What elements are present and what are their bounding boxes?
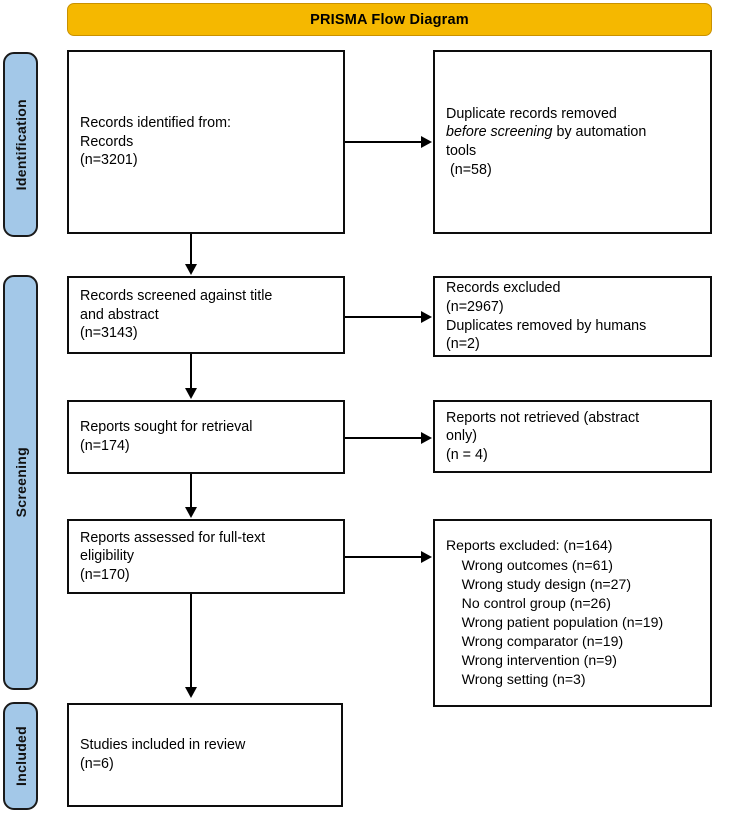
arrowhead-down	[185, 687, 197, 698]
box-records-identified: Records identified from:Records (n=3201)	[67, 50, 345, 234]
connector-identified-to-duplicates	[345, 141, 422, 143]
box-text: Records identified from:Records (n=3201)	[69, 114, 343, 170]
box-line: Wrong study design (n=27)	[446, 575, 632, 592]
diagram-title-banner: PRISMA Flow Diagram	[67, 3, 712, 36]
box-line: Wrong intervention (n=9)	[446, 652, 617, 669]
box-text: Duplicate records removed before screenin…	[435, 105, 710, 179]
stage-label-included: Included	[3, 702, 38, 810]
box-line: (n=6)	[80, 756, 114, 772]
box-line: tools	[446, 143, 477, 159]
box-line: (n=3201)	[80, 152, 138, 169]
page-title: PRISMA Flow Diagram	[310, 11, 469, 28]
box-studies-included: Studies included in review (n=6)	[67, 703, 343, 807]
stage-label-text: Identification	[12, 98, 29, 191]
box-line: by automation	[552, 124, 647, 141]
arrowhead-down	[185, 264, 197, 275]
arrowhead-right	[421, 432, 432, 444]
box-line-italic: before screening	[446, 124, 553, 141]
box-line: Wrong patient population (n=19)	[446, 614, 664, 630]
box-text: Reports sought for retrieval (n=174)	[69, 418, 343, 455]
box-line: (n = 4)	[446, 446, 488, 463]
box-line: Reports not retrieved (abstract	[446, 409, 640, 426]
box-line: Wrong comparator (n=19)	[446, 633, 624, 650]
box-line: Reports sought for retrieval	[80, 419, 253, 436]
box-line: Studies included in review	[80, 737, 246, 754]
stage-label-text: Included	[12, 726, 29, 786]
connector-screened-to-excluded	[345, 316, 422, 318]
box-text: Studies included in review (n=6)	[69, 736, 341, 773]
box-line: Records excluded	[446, 280, 561, 297]
connector-sought-to-notretrieved	[345, 437, 422, 439]
box-line: Records identified from:	[80, 115, 231, 132]
box-line: (n=2)	[446, 336, 480, 353]
arrowhead-right	[421, 551, 432, 563]
box-line: (n=58)	[446, 161, 492, 178]
stage-label-identification: Identification	[3, 52, 38, 237]
box-line: Records screened against title	[80, 288, 273, 305]
box-text: Reports assessed for full-text eligibilit…	[69, 529, 343, 585]
arrowhead-down	[185, 507, 197, 518]
box-text: Records excluded(n=2967) Duplicates remov…	[435, 279, 710, 353]
box-duplicate-records-removed: Duplicate records removed before screenin…	[433, 50, 712, 234]
box-records-excluded: Records excluded(n=2967) Duplicates remov…	[433, 276, 712, 357]
box-line: Records	[80, 133, 134, 150]
arrowhead-right	[421, 136, 432, 148]
box-line: (n=174)	[80, 438, 130, 454]
arrowhead-right	[421, 311, 432, 323]
box-reports-assessed: Reports assessed for full-text eligibilit…	[67, 519, 345, 594]
box-line: Reports assessed for full-text	[80, 529, 266, 546]
box-line: and abstract	[80, 306, 159, 323]
box-line: No control group (n=26)	[446, 594, 611, 611]
arrowhead-down	[185, 388, 197, 399]
stage-label-screening: Screening	[3, 275, 38, 690]
connector-sought-to-assessed	[190, 474, 192, 508]
box-line: (n=3143)	[80, 325, 138, 342]
box-line: only)	[446, 428, 477, 445]
box-text: Reports not retrieved (abstract only)(n =…	[435, 409, 710, 465]
box-line: eligibility	[80, 548, 135, 565]
connector-assessed-to-excluded	[345, 556, 422, 558]
stage-label-text: Screening	[12, 447, 29, 518]
connector-assessed-to-included	[190, 594, 192, 688]
box-line: (n=2967)	[446, 298, 504, 315]
box-line: Reports excluded: (n=164)	[446, 537, 613, 554]
connector-screened-to-sought	[190, 354, 192, 389]
connector-identified-to-screened	[190, 234, 192, 265]
box-reports-sought: Reports sought for retrieval (n=174)	[67, 400, 345, 474]
box-line: Duplicate records removed	[446, 105, 617, 122]
box-reports-excluded: Reports excluded: (n=164) Wrong outcomes…	[433, 519, 712, 707]
box-line: (n=170)	[80, 566, 130, 583]
box-reports-not-retrieved: Reports not retrieved (abstract only)(n =…	[433, 400, 712, 473]
box-line: Duplicates removed by humans	[446, 317, 647, 334]
box-line: Wrong setting (n=3)	[446, 671, 586, 688]
box-text: Reports excluded: (n=164) Wrong outcomes…	[435, 536, 710, 689]
box-line: Wrong outcomes (n=61)	[446, 556, 613, 573]
